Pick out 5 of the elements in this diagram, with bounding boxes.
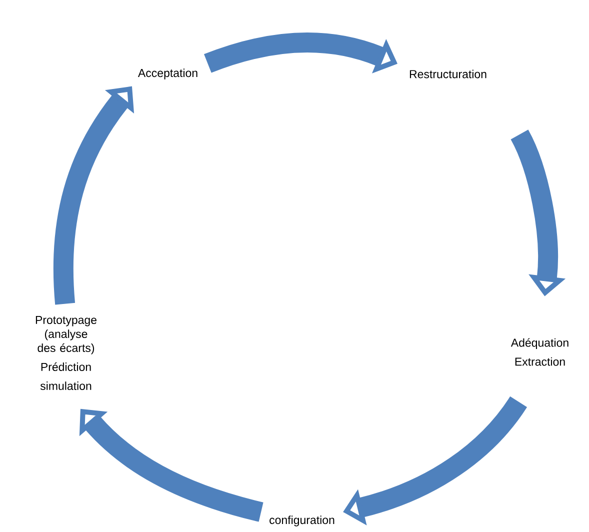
step-label: Restructuration <box>410 70 486 78</box>
step-label: Adéquation Extraction <box>510 338 568 366</box>
step-label: Acceptation <box>138 68 198 80</box>
step-label: Prototypage (analyse des écarts) Prédiction simulation <box>36 316 96 390</box>
step-label: configuration <box>270 516 334 526</box>
